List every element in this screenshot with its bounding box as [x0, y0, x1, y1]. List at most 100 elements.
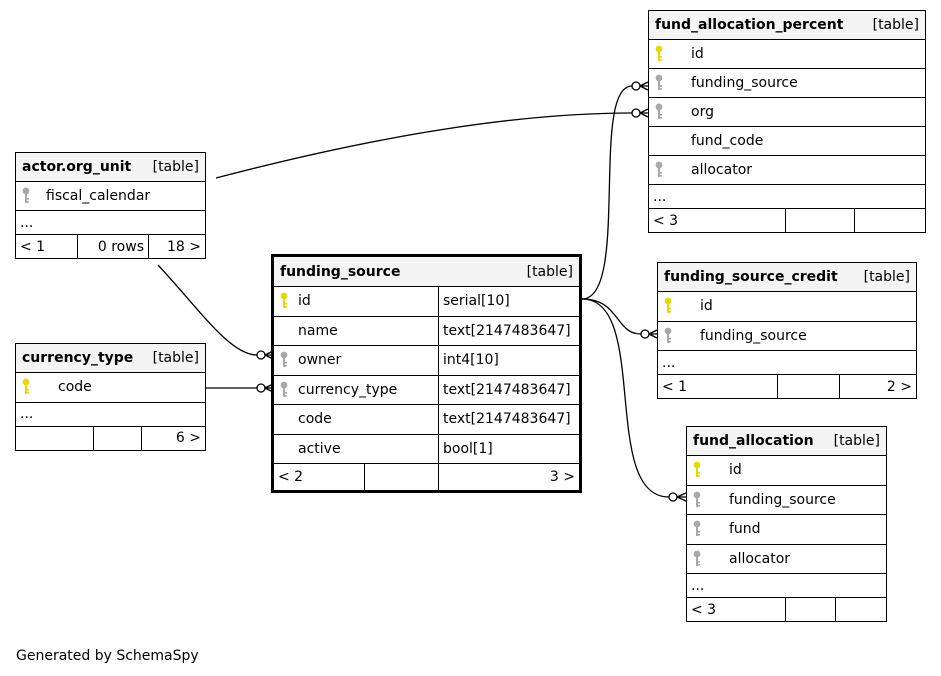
- more-columns-ellipsis: ...: [649, 185, 925, 209]
- primary-key-icon: [274, 292, 294, 310]
- table-kind: [table]: [526, 263, 573, 280]
- column-row[interactable]: name text[2147483647]: [274, 316, 579, 346]
- column-row[interactable]: owner int4[10]: [274, 346, 579, 376]
- footer-parents-count[interactable]: < 1: [16, 235, 78, 258]
- column-name: fiscal_calendar: [46, 188, 151, 204]
- generated-by-footer: Generated by SchemaSpy: [16, 648, 199, 664]
- footer-row-count: [786, 209, 855, 232]
- table-footer: < 1 0 rows 18 >: [16, 235, 205, 258]
- table-funding-source-credit[interactable]: funding_source_credit [table] id funding_…: [657, 262, 917, 399]
- table-footer: 6 >: [16, 426, 205, 450]
- table-kind: [table]: [152, 350, 199, 366]
- column-row[interactable]: fund_code: [649, 127, 925, 156]
- foreign-key-icon: [649, 74, 669, 92]
- column-name: id: [691, 46, 704, 62]
- column-name: owner: [298, 352, 342, 369]
- column-type: serial[10]: [438, 287, 510, 316]
- table-actor-org-unit[interactable]: actor.org_unit [table] fiscal_calendar .…: [15, 152, 206, 259]
- footer-row-count: [778, 375, 840, 398]
- column-type: bool[1]: [438, 434, 493, 463]
- footer-row-count: [94, 426, 142, 450]
- table-footer: < 1 2 >: [658, 375, 916, 398]
- table-funding-source[interactable]: funding_source [table] id serial[10] name t…: [271, 254, 582, 493]
- table-kind: [table]: [872, 17, 919, 33]
- column-name: funding_source: [700, 327, 807, 344]
- column-name: name: [298, 322, 338, 339]
- table-kind: [table]: [152, 159, 199, 175]
- table-kind: [table]: [833, 433, 880, 449]
- column-name: allocator: [729, 550, 791, 567]
- column-name: org: [691, 104, 714, 120]
- footer-children-count[interactable]: 6 >: [175, 430, 201, 446]
- column-row[interactable]: currency_type text[2147483647]: [274, 375, 579, 405]
- table-header: fund_allocation_percent [table]: [649, 11, 925, 40]
- column-type: int4[10]: [438, 346, 499, 375]
- relationship-org-unit-to-owner: [157, 264, 258, 356]
- column-row[interactable]: allocator: [649, 156, 925, 185]
- column-row[interactable]: funding_source: [687, 486, 886, 515]
- footer-children-count[interactable]: 18 >: [167, 238, 201, 255]
- column-type: text[2147483647]: [438, 316, 571, 345]
- column-row[interactable]: active bool[1]: [274, 434, 579, 464]
- relationship-fs-to-credit: [581, 298, 642, 335]
- table-name: fund_allocation_percent: [655, 17, 844, 33]
- primary-key-icon: [649, 45, 669, 63]
- foreign-key-icon: [687, 550, 707, 568]
- footer-parents-count[interactable]: [16, 426, 94, 450]
- foreign-key-icon: [274, 381, 294, 399]
- footer-row-count: [786, 598, 836, 621]
- relationship-fs-to-fap-funding-source: [581, 85, 633, 300]
- column-row[interactable]: fiscal_calendar: [16, 182, 205, 211]
- more-columns-ellipsis: ...: [16, 211, 205, 235]
- table-header: funding_source_credit [table]: [658, 263, 916, 292]
- column-row[interactable]: fund: [687, 515, 886, 545]
- column-row[interactable]: allocator: [687, 545, 886, 574]
- footer-parents-count[interactable]: < 3: [649, 209, 786, 232]
- table-currency-type[interactable]: currency_type [table] code ... 6 >: [15, 343, 206, 451]
- column-row[interactable]: code: [16, 373, 205, 403]
- column-name: id: [298, 293, 311, 310]
- footer-children-count[interactable]: 2 >: [886, 378, 912, 395]
- column-row[interactable]: id: [658, 292, 916, 322]
- footer-children-count[interactable]: [855, 209, 925, 232]
- column-name: id: [700, 298, 713, 315]
- footer-parents-count[interactable]: < 2: [274, 464, 365, 490]
- table-name: actor.org_unit: [22, 159, 132, 175]
- foreign-key-icon: [274, 351, 294, 369]
- table-footer: < 2 3 >: [274, 464, 579, 490]
- column-row[interactable]: org: [649, 98, 925, 127]
- foreign-key-icon: [687, 491, 707, 509]
- more-columns-ellipsis: ...: [658, 351, 916, 375]
- column-name: fund_code: [691, 133, 764, 149]
- footer-children-count[interactable]: 3 >: [549, 469, 575, 485]
- column-name: currency_type: [298, 381, 398, 398]
- column-row[interactable]: id: [649, 40, 925, 69]
- primary-key-icon: [687, 461, 707, 479]
- footer-row-count: 0 rows: [78, 235, 149, 258]
- column-name: id: [729, 462, 742, 479]
- table-fund-allocation-percent[interactable]: fund_allocation_percent [table] id fundin…: [648, 10, 926, 233]
- column-type: text[2147483647]: [438, 375, 571, 404]
- more-columns-ellipsis: ...: [687, 574, 886, 598]
- column-name: code: [58, 379, 92, 396]
- column-name: funding_source: [691, 75, 798, 91]
- table-header: actor.org_unit [table]: [16, 153, 205, 182]
- column-row[interactable]: funding_source: [658, 322, 916, 351]
- foreign-key-icon: [649, 161, 669, 179]
- column-row[interactable]: funding_source: [649, 69, 925, 98]
- column-name: funding_source: [729, 491, 836, 508]
- column-row[interactable]: code text[2147483647]: [274, 405, 579, 435]
- footer-parents-count[interactable]: < 1: [658, 375, 778, 398]
- more-columns-ellipsis: ...: [16, 403, 205, 427]
- footer-parents-count[interactable]: < 3: [687, 598, 786, 621]
- column-row[interactable]: id serial[10]: [274, 287, 579, 317]
- column-row[interactable]: id: [687, 456, 886, 486]
- column-type: text[2147483647]: [438, 405, 571, 434]
- footer-children-count[interactable]: [836, 598, 886, 621]
- column-name: active: [298, 440, 341, 457]
- table-name: funding_source: [280, 263, 401, 280]
- foreign-key-icon: [16, 187, 36, 205]
- column-name: code: [298, 411, 332, 428]
